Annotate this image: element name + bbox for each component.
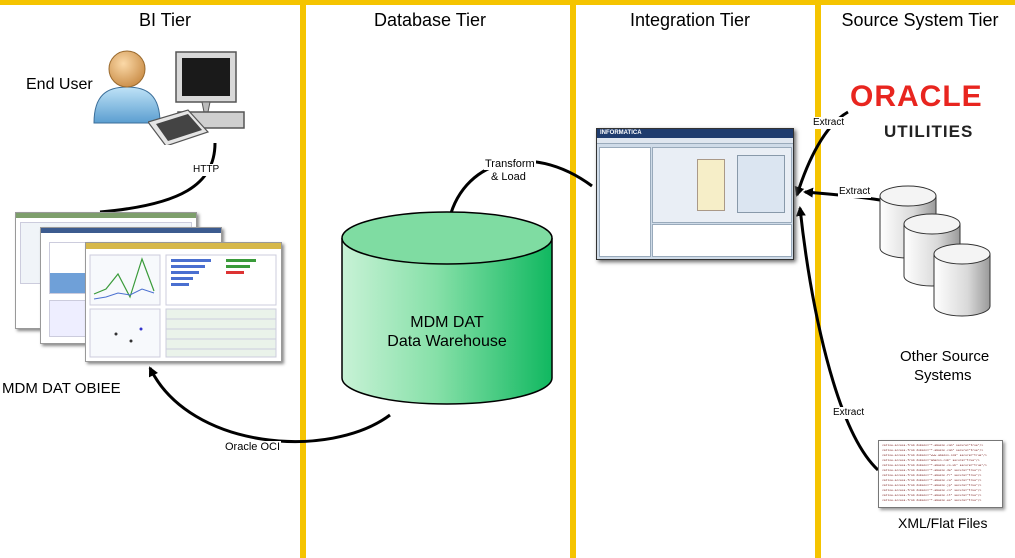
extract-label-other: Extract [838,186,872,198]
warehouse-subtitle: Data Warehouse [387,333,507,350]
database-icon-3 [933,243,991,317]
informatica-screenshot: INFORMATICA [596,128,794,260]
warehouse-name: MDM DAT [410,314,484,331]
other-sources-label-line2: Systems [914,367,972,384]
http-connector [99,142,217,214]
extract-xml-connector [795,206,880,472]
other-sources-label-line1: Other Source [900,348,990,365]
tier-title-database: Database Tier [373,10,487,30]
transform-label-line1: Transform [484,158,536,170]
oracle-utilities-text: UTILITIES [884,122,974,141]
tier-title-source: Source System Tier [841,10,999,30]
extract-oracle-connector [794,110,849,197]
xml-files-label: XML/Flat Files [898,515,988,531]
oci-label: Oracle OCI [224,441,282,453]
tier-divider-2 [570,0,576,558]
dashboard-page-3 [85,242,282,362]
extract-label-xml: Extract [832,407,866,419]
tier-divider-3 [815,0,821,558]
data-warehouse-cylinder [341,211,553,405]
oci-connector [148,366,391,444]
http-label: HTTP [192,164,221,176]
tier-title-bi: BI Tier [138,10,191,30]
xml-file-icon: <allow-access-from domain="*.amazon.com"… [878,440,1003,508]
top-divider-bar [0,0,1015,5]
obiee-dashboard-stack [15,212,285,362]
user-icon [93,50,161,124]
computer-icon [148,51,245,145]
tier-divider-1 [300,0,306,558]
other-source-databases [879,185,991,317]
informatica-title: INFORMATICA [597,129,793,138]
transform-label-line2: & Load [490,171,527,183]
extract-label-oracle: Extract [812,117,846,129]
tier-title-integration: Integration Tier [629,10,751,30]
oracle-logo: ORACLE [850,80,983,113]
end-user-label: End User [26,76,93,93]
obiee-label: MDM DAT OBIEE [2,380,121,397]
